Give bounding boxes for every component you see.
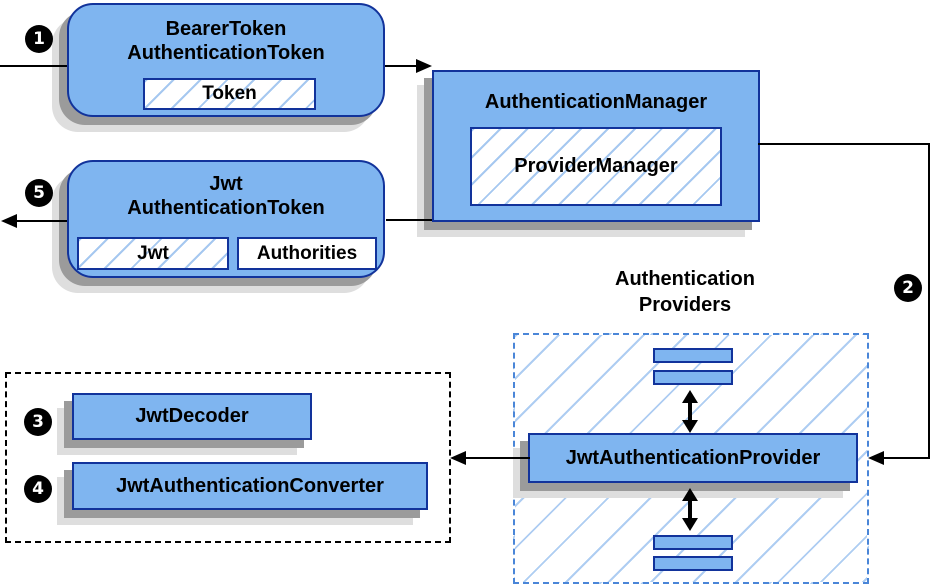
arrowhead-left-icon <box>1 214 17 228</box>
token-chip: Token <box>143 78 316 110</box>
connector-bearer-to-manager-line <box>385 65 417 67</box>
authentication-manager-title: AuthenticationManager <box>484 91 708 113</box>
jwt-token-title-line2: AuthenticationToken <box>127 197 325 219</box>
bidirectional-arrow-icon <box>682 488 698 531</box>
step-5-marker: 5 <box>25 179 53 207</box>
authorities-chip: Authorities <box>237 237 377 270</box>
authentication-manager-node: AuthenticationManager ProviderManager <box>432 70 760 222</box>
arrowhead-left-icon <box>868 451 884 465</box>
provider-list-item-bar <box>653 556 733 571</box>
connector-request-entry-line <box>0 65 67 67</box>
jwt-support-group: JwtDecoder JwtAuthenticationConverter <box>5 372 451 543</box>
authentication-providers-group: JwtAuthenticationProvider <box>513 333 869 584</box>
jwt-authentication-converter-node: JwtAuthenticationConverter <box>72 462 428 510</box>
step-2-marker: 2 <box>894 274 922 302</box>
connector-response-exit-line <box>14 220 67 222</box>
provider-list-item-bar <box>653 348 733 363</box>
authentication-providers-label-line1: Authentication <box>615 268 755 290</box>
connector-right-vertical-line <box>928 143 930 459</box>
bearer-token-authentication-token-node: BearerToken AuthenticationToken Token <box>67 3 385 117</box>
connector-manager-to-jwt-token-line <box>386 219 432 221</box>
jwt-authentication-token-node: Jwt AuthenticationToken Jwt Authorities <box>67 160 385 278</box>
arrowhead-left-icon <box>450 451 466 465</box>
bidirectional-arrow-icon <box>682 390 698 433</box>
connector-provider-to-decoder-line <box>464 457 530 459</box>
provider-list-item-bar <box>653 535 733 550</box>
jwt-authentication-provider-node: JwtAuthenticationProvider <box>528 433 858 483</box>
arrowhead-right-icon <box>416 59 432 73</box>
authentication-providers-label: Authentication Providers <box>553 266 817 318</box>
jwt-decoder-node: JwtDecoder <box>72 393 312 440</box>
step-4-marker: 4 <box>24 475 52 503</box>
authentication-providers-label-line2: Providers <box>638 294 732 316</box>
bearer-token-title-line2: AuthenticationToken <box>127 42 325 64</box>
step-1-marker: 1 <box>25 25 53 53</box>
connector-manager-right-line <box>758 143 930 145</box>
step-3-marker: 3 <box>24 408 52 436</box>
provider-manager-chip: ProviderManager <box>470 127 722 206</box>
jwt-token-title-line1: Jwt <box>209 173 243 195</box>
provider-list-item-bar <box>653 370 733 385</box>
jwt-chip: Jwt <box>77 237 229 270</box>
connector-to-provider-line <box>882 457 930 459</box>
bearer-token-title-line1: BearerToken <box>165 18 287 40</box>
